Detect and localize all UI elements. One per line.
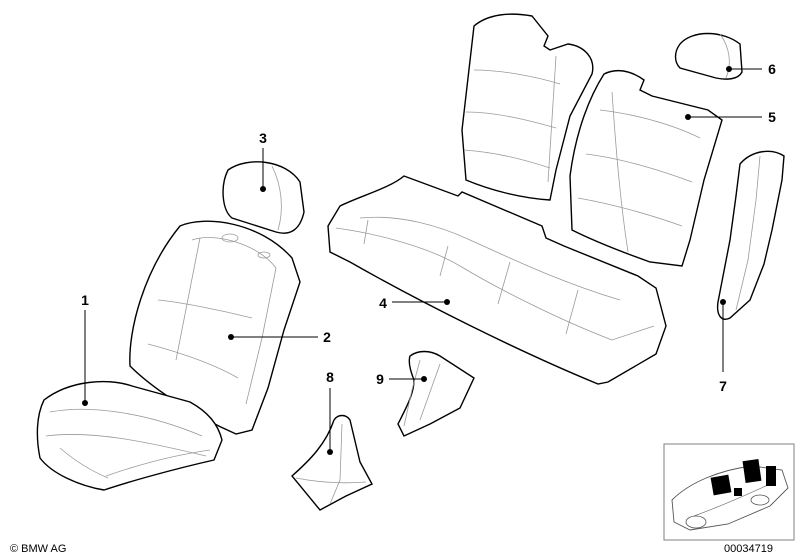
leader-7 bbox=[720, 299, 726, 372]
leader-2 bbox=[228, 334, 318, 340]
front-seat-cushion bbox=[36, 381, 223, 491]
callout-3: 3 bbox=[259, 130, 267, 146]
rear-backrest-right bbox=[569, 69, 723, 267]
rear-headrest bbox=[674, 32, 743, 80]
leader-3 bbox=[260, 148, 266, 192]
callout-1: 1 bbox=[81, 292, 89, 308]
copyright-text: © BMW AG bbox=[10, 543, 66, 555]
rear-bench-cushion bbox=[327, 175, 667, 385]
callout-5: 5 bbox=[768, 109, 776, 125]
callout-9: 9 bbox=[376, 371, 384, 387]
image-number: 00034719 bbox=[724, 543, 773, 555]
leader-9 bbox=[389, 376, 427, 382]
callout-2: 2 bbox=[323, 329, 331, 345]
cover-part-9 bbox=[397, 350, 475, 437]
leader-1 bbox=[82, 310, 88, 406]
cover-part-8 bbox=[291, 414, 373, 511]
leader-5 bbox=[685, 114, 762, 120]
callout-6: 6 bbox=[768, 61, 776, 77]
vehicle-locator-inset bbox=[663, 443, 795, 541]
leader-4 bbox=[392, 299, 450, 305]
callout-7: 7 bbox=[719, 378, 727, 394]
side-bolster bbox=[716, 150, 785, 320]
rear-backrest-left bbox=[461, 13, 594, 201]
leader-8 bbox=[327, 388, 333, 455]
leader-6 bbox=[726, 66, 762, 72]
front-headrest bbox=[222, 161, 305, 234]
callout-8: 8 bbox=[326, 369, 334, 385]
callout-4: 4 bbox=[379, 295, 387, 311]
